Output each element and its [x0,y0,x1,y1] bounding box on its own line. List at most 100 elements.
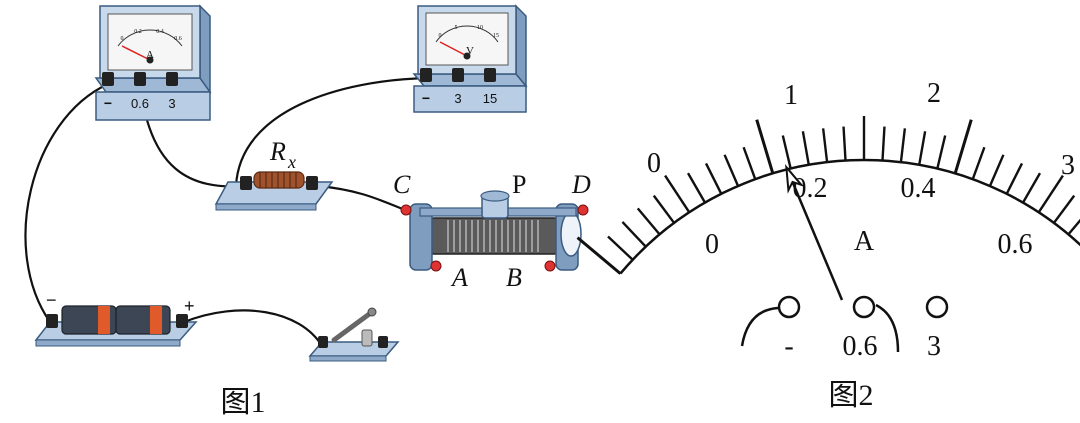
dial-tick [664,174,691,213]
ammeter-scale-label: 0.6 [174,36,182,42]
figure-1: A 0 0.2 0.4 0.6 − 0.6 3 V 0 5 10 15 [24,4,591,419]
dial-tick [576,236,622,275]
ammeter-terminal-label: 3 [168,96,175,111]
dial-tick [899,128,907,163]
wire-battery-switch [183,309,323,347]
label-p: P [512,170,526,199]
figure-2: 0 1 2 3 0 0.2 0.4 0.6 A - 0.6 3 图2 [576,78,1080,412]
switch [308,307,400,362]
resistor-subscript: x [287,152,296,172]
dial-tick [723,154,740,187]
dial-tick [988,154,1005,187]
terminal-label: 3 [927,331,941,362]
label-a: A [450,263,468,292]
resistor-label: R [269,137,286,166]
ammeter-terminal-neg [102,72,114,86]
bottom-scale-label: 0 [705,229,719,260]
top-scale-label: 0 [647,148,661,179]
dial-tick [607,235,634,261]
pointer-shaft [786,170,844,301]
ammeter-terminal-label: 0.6 [131,96,149,111]
wire-06 [875,303,900,353]
ammeter-needle [121,45,151,61]
dial-tick [636,207,661,236]
bottom-scale-label: 0.4 [901,173,936,204]
label-b: B [506,263,522,292]
dial-tick [821,128,829,163]
label-d: D [571,170,591,199]
resistor-rx: R x [214,137,334,211]
ammeter-terminal-label: − [104,95,112,111]
dial-tick [1067,218,1080,236]
pointer-arrowhead [785,164,805,194]
terminal-neg [777,295,801,319]
dial-tick [1052,194,1076,224]
dial-arc [619,158,1080,275]
bottom-scale-label: 0.2 [793,173,828,204]
terminal-a [430,260,442,272]
ammeter-scale-label: 0.2 [134,29,142,35]
wire-neg [740,306,779,347]
ammeter: A 0 0.2 0.4 0.6 − 0.6 3 [94,4,212,121]
dial-pointer [785,164,844,301]
voltmeter-scale-label: 15 [493,33,499,39]
dial-tick [1037,174,1064,213]
ammeter-dial [576,116,1080,275]
voltmeter-terminal-neg [420,68,432,82]
wire-rx-rheostat [317,184,406,212]
dial-tick [842,126,847,161]
rheostat: C P D A B [393,170,591,292]
terminal-06 [852,295,876,319]
terminal-b [544,260,556,272]
wire-voltmeter-rx [234,76,429,187]
unit-symbol: A [854,226,875,257]
voltmeter-scale-label: 5 [455,25,458,31]
ammeter-dial-symbol: A [146,49,154,61]
ammeter-scale-label: 0 [121,36,124,42]
top-scale-label: 2 [927,78,941,109]
dial-tick [1021,172,1042,204]
dial-tick [971,146,986,180]
figure-1-caption: 图1 [221,386,266,419]
dial-tick [704,162,723,195]
dial-tick [621,221,647,248]
wire-ammeter-battery [24,83,109,323]
bottom-scale-label: 0.6 [998,229,1033,260]
terminal-label: 0.6 [843,331,878,362]
battery-plus-label: + [184,296,195,316]
voltmeter-terminal-3 [452,68,464,82]
top-scale-label: 1 [784,80,798,111]
dial-tick [781,135,792,169]
ammeter-scale-label: 0.4 [156,29,164,35]
voltmeter-needle [439,41,468,57]
ammeter-terminal-3 [166,72,178,86]
terminal-3 [925,295,949,319]
dial-tick [742,146,757,180]
dial-tick [918,131,927,166]
voltmeter-terminal-label: 15 [483,91,497,106]
terminal-label: - [784,331,793,362]
voltmeter-scale-label: 0 [439,33,442,39]
top-scale-label: 3 [1061,150,1075,181]
dial-tick [755,119,775,174]
voltmeter-terminal-label: 3 [454,91,461,106]
label-c: C [393,170,411,199]
voltmeter-dial-symbol: V [466,45,474,57]
dial-tick [686,172,707,204]
dial-tick [936,135,947,169]
voltmeter: V 0 5 10 15 − 3 15 [412,4,528,113]
ammeter-terminal-06 [134,72,146,86]
battery: − + [34,290,198,347]
terminal-d [577,204,589,216]
dial-tick [881,126,886,161]
dial-tick [652,194,676,224]
dial-tick [953,119,973,174]
voltmeter-scale-label: 10 [477,25,483,31]
dial-tick [1005,162,1024,195]
voltmeter-terminal-label: − [422,90,430,106]
figure-2-caption: 图2 [829,379,874,412]
voltmeter-terminal-15 [484,68,496,82]
battery-minus-label: − [46,290,57,310]
terminals [740,295,949,353]
